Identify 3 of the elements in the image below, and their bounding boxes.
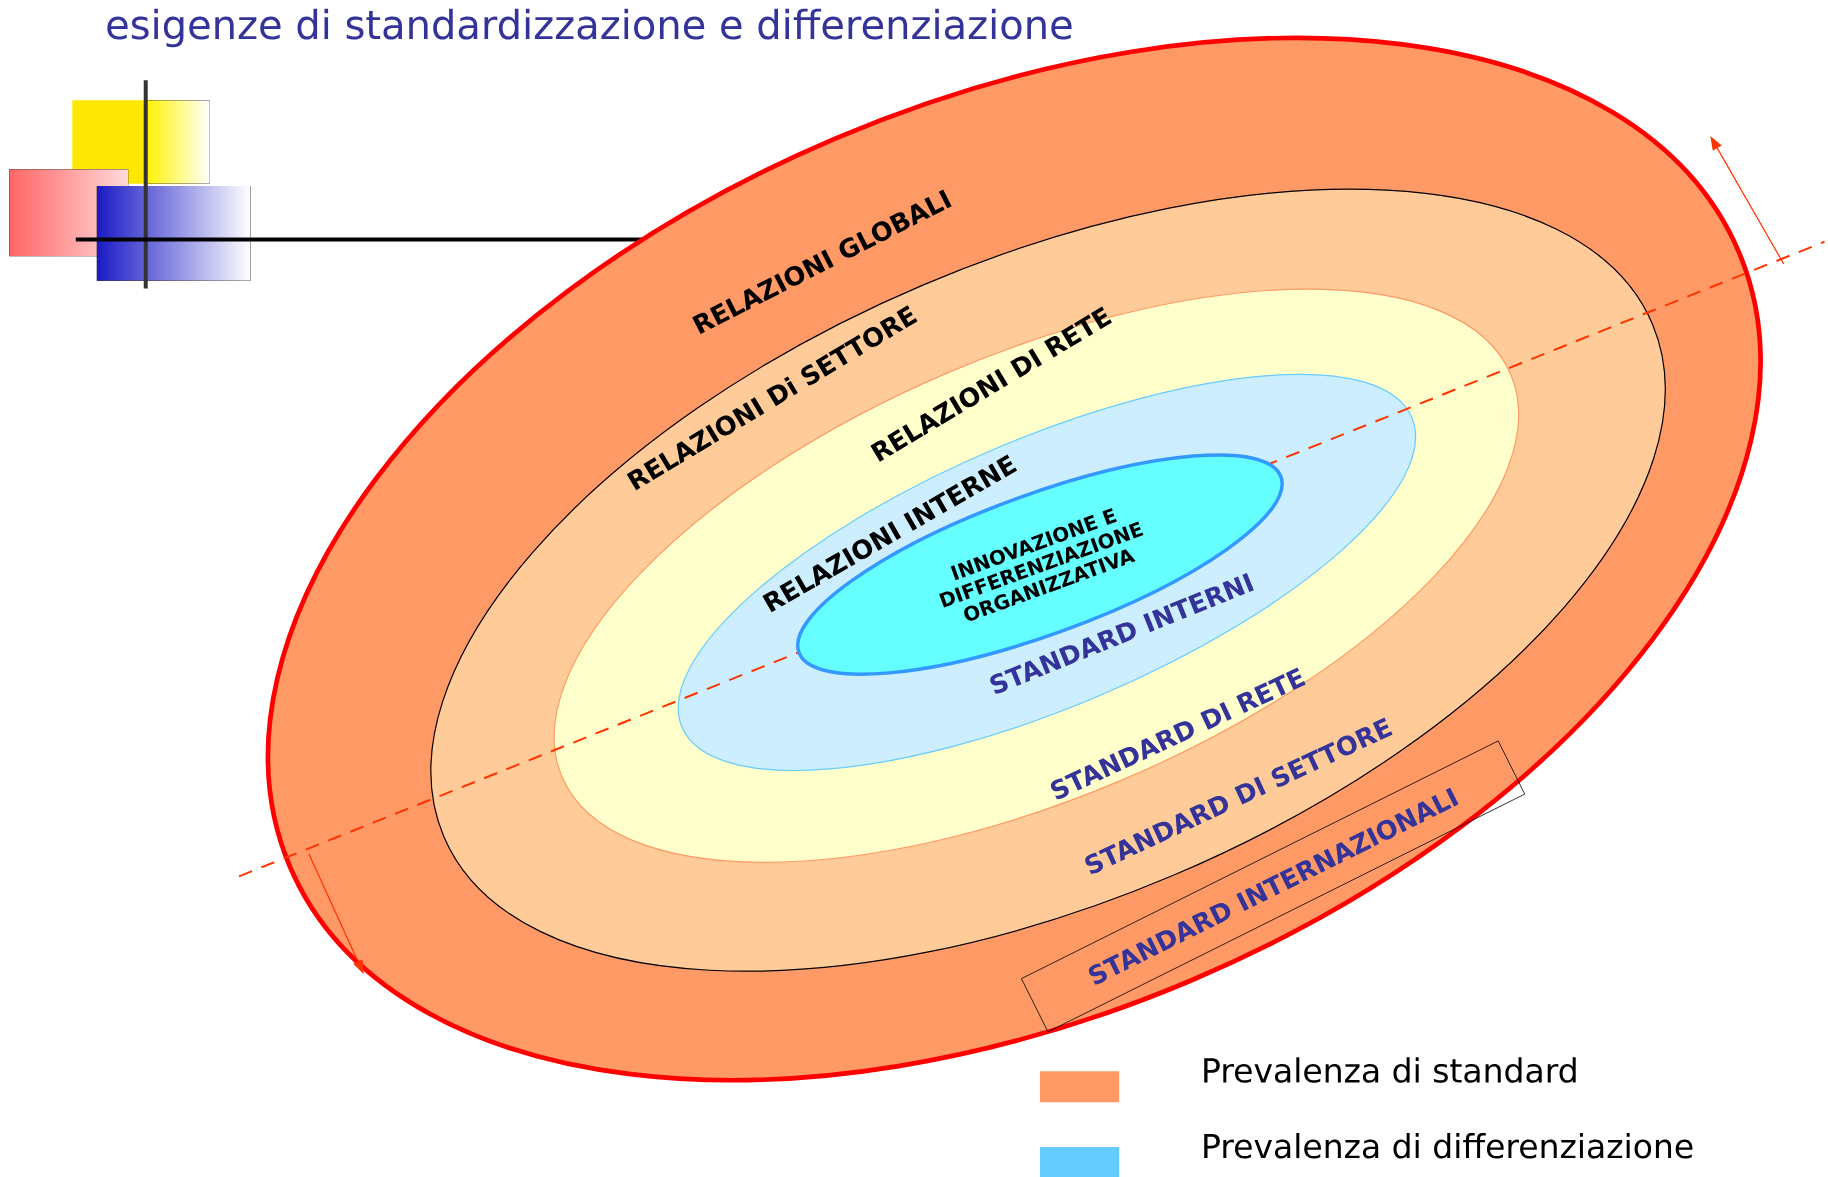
legend-label: Prevalenza di standard (1204, 1057, 1576, 1083)
legend-label: Prevalenza di differenziazione (1204, 1132, 1693, 1159)
title: esigenze di standardizzazione e differenziazione (107, 8, 1072, 48)
